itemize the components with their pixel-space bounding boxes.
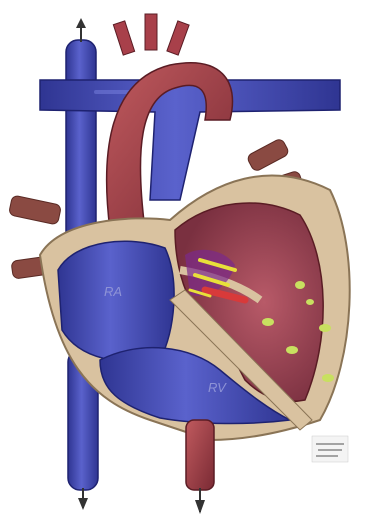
label-right-atrium: RA — [104, 284, 122, 299]
artist-signature — [312, 436, 348, 462]
descending-aorta — [186, 420, 214, 514]
right-atrium — [58, 241, 174, 361]
label-right-ventricle: RV — [208, 380, 227, 395]
